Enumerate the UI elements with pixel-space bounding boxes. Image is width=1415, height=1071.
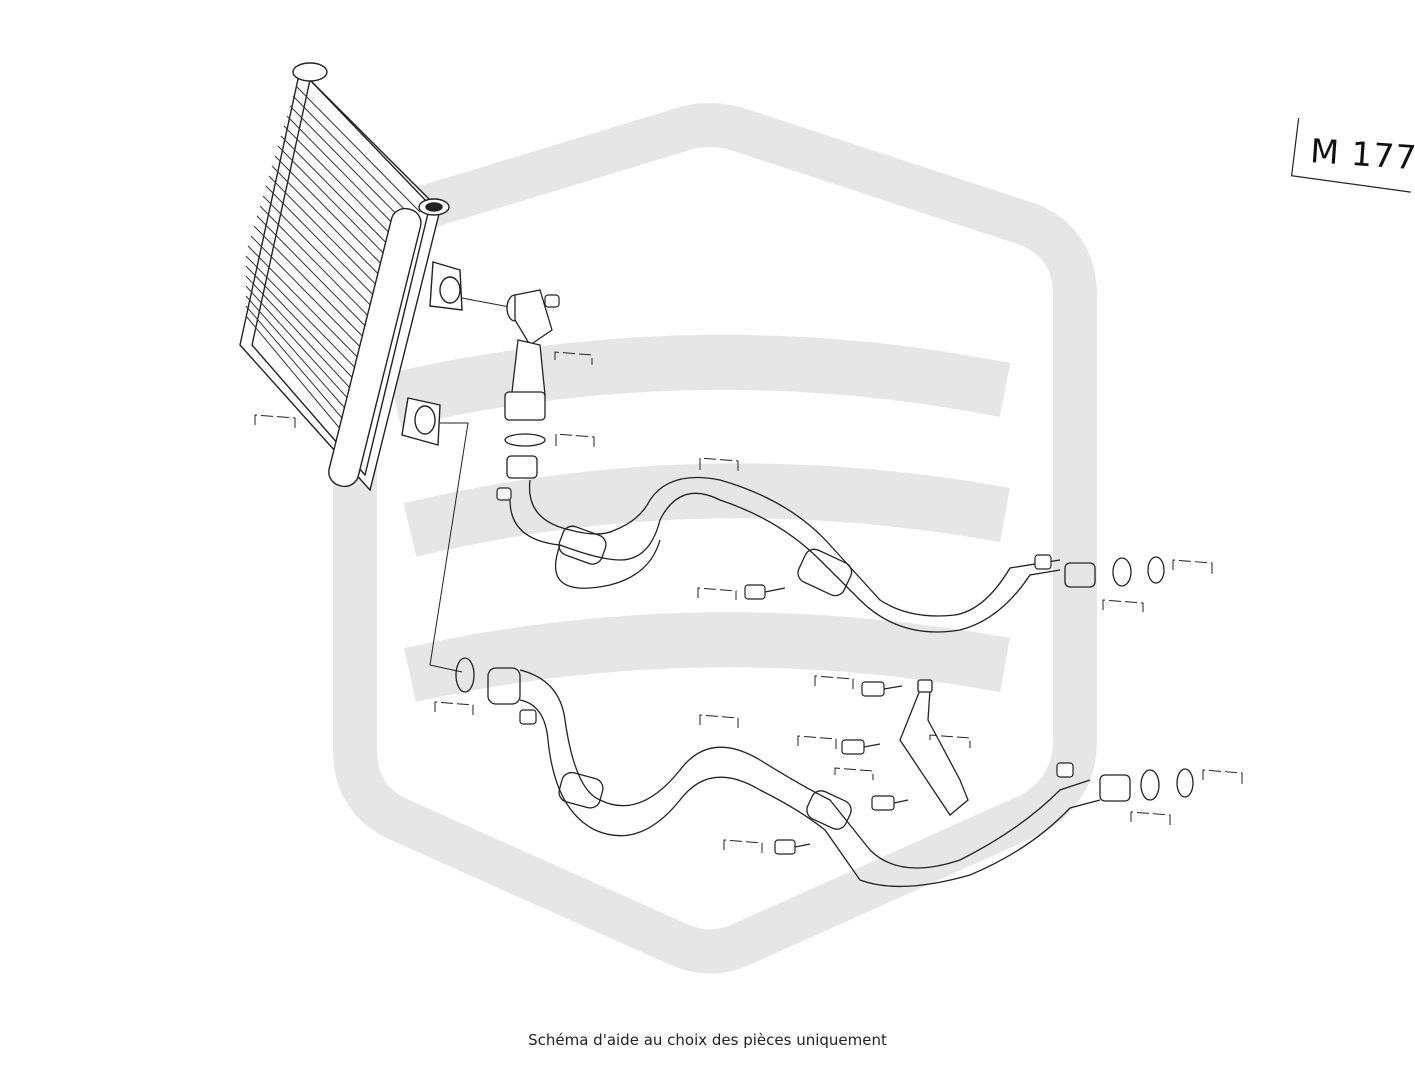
- watermark-logo: [333, 103, 1097, 974]
- oil-cooler-radiator: [239, 62, 463, 492]
- connector-fitting: [504, 289, 553, 479]
- hose-lower: [455, 657, 1194, 888]
- radiator-fins: [245, 85, 421, 443]
- mounting-bracket: [899, 679, 969, 816]
- bolt: [496, 294, 1074, 855]
- model-tag-frame: [1290, 118, 1411, 193]
- model-tag: M 177: [1285, 114, 1415, 203]
- footer-disclaimer: Schéma d'aide au choix des pièces unique…: [528, 1031, 887, 1049]
- model-tag-label: M 177: [1309, 131, 1415, 178]
- hose-upper: [509, 476, 1165, 633]
- part-number-placeholders: [254, 351, 1243, 853]
- leader-lines: [429, 297, 516, 673]
